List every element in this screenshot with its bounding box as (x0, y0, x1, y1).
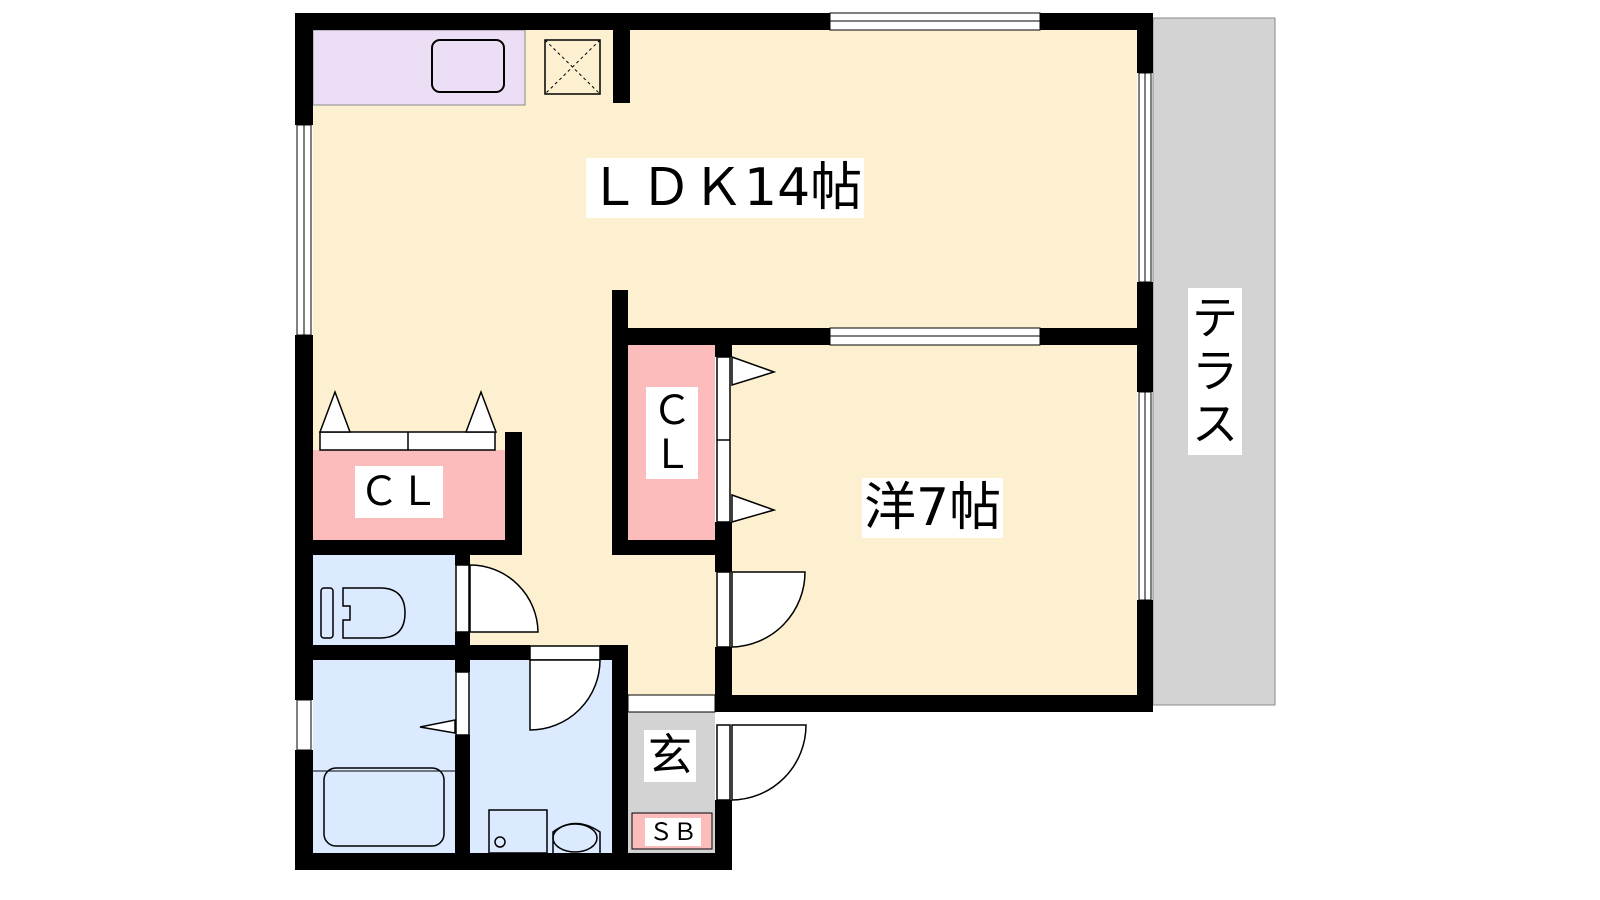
room-label-closet-left: ＣＬ (355, 466, 443, 518)
doors (318, 355, 807, 801)
bathtub-icon (323, 767, 445, 847)
washbasin-icon (488, 809, 601, 854)
closet-right-letter-c: Ｃ (652, 388, 692, 434)
walls (295, 13, 1153, 870)
room-label-ldk: ＬＤＫ14帖 (586, 158, 865, 218)
room-label-bedroom: 洋7帖 (862, 478, 1004, 538)
closet-right-letter-l: Ｌ (652, 432, 692, 478)
room-label-shoe-box: ＳＢ (645, 818, 701, 846)
room-label-closet-right: Ｃ Ｌ (646, 387, 698, 479)
windows (296, 12, 1152, 751)
toilet-icon (320, 587, 406, 639)
room-label-entrance: 玄 (644, 730, 696, 782)
room-label-terrace: テラス (1188, 288, 1242, 455)
kitchen-counter (312, 29, 526, 106)
sink-icon (431, 39, 505, 93)
toilet-room (313, 555, 455, 645)
bath-room (313, 660, 455, 853)
vent-icon (544, 39, 601, 95)
